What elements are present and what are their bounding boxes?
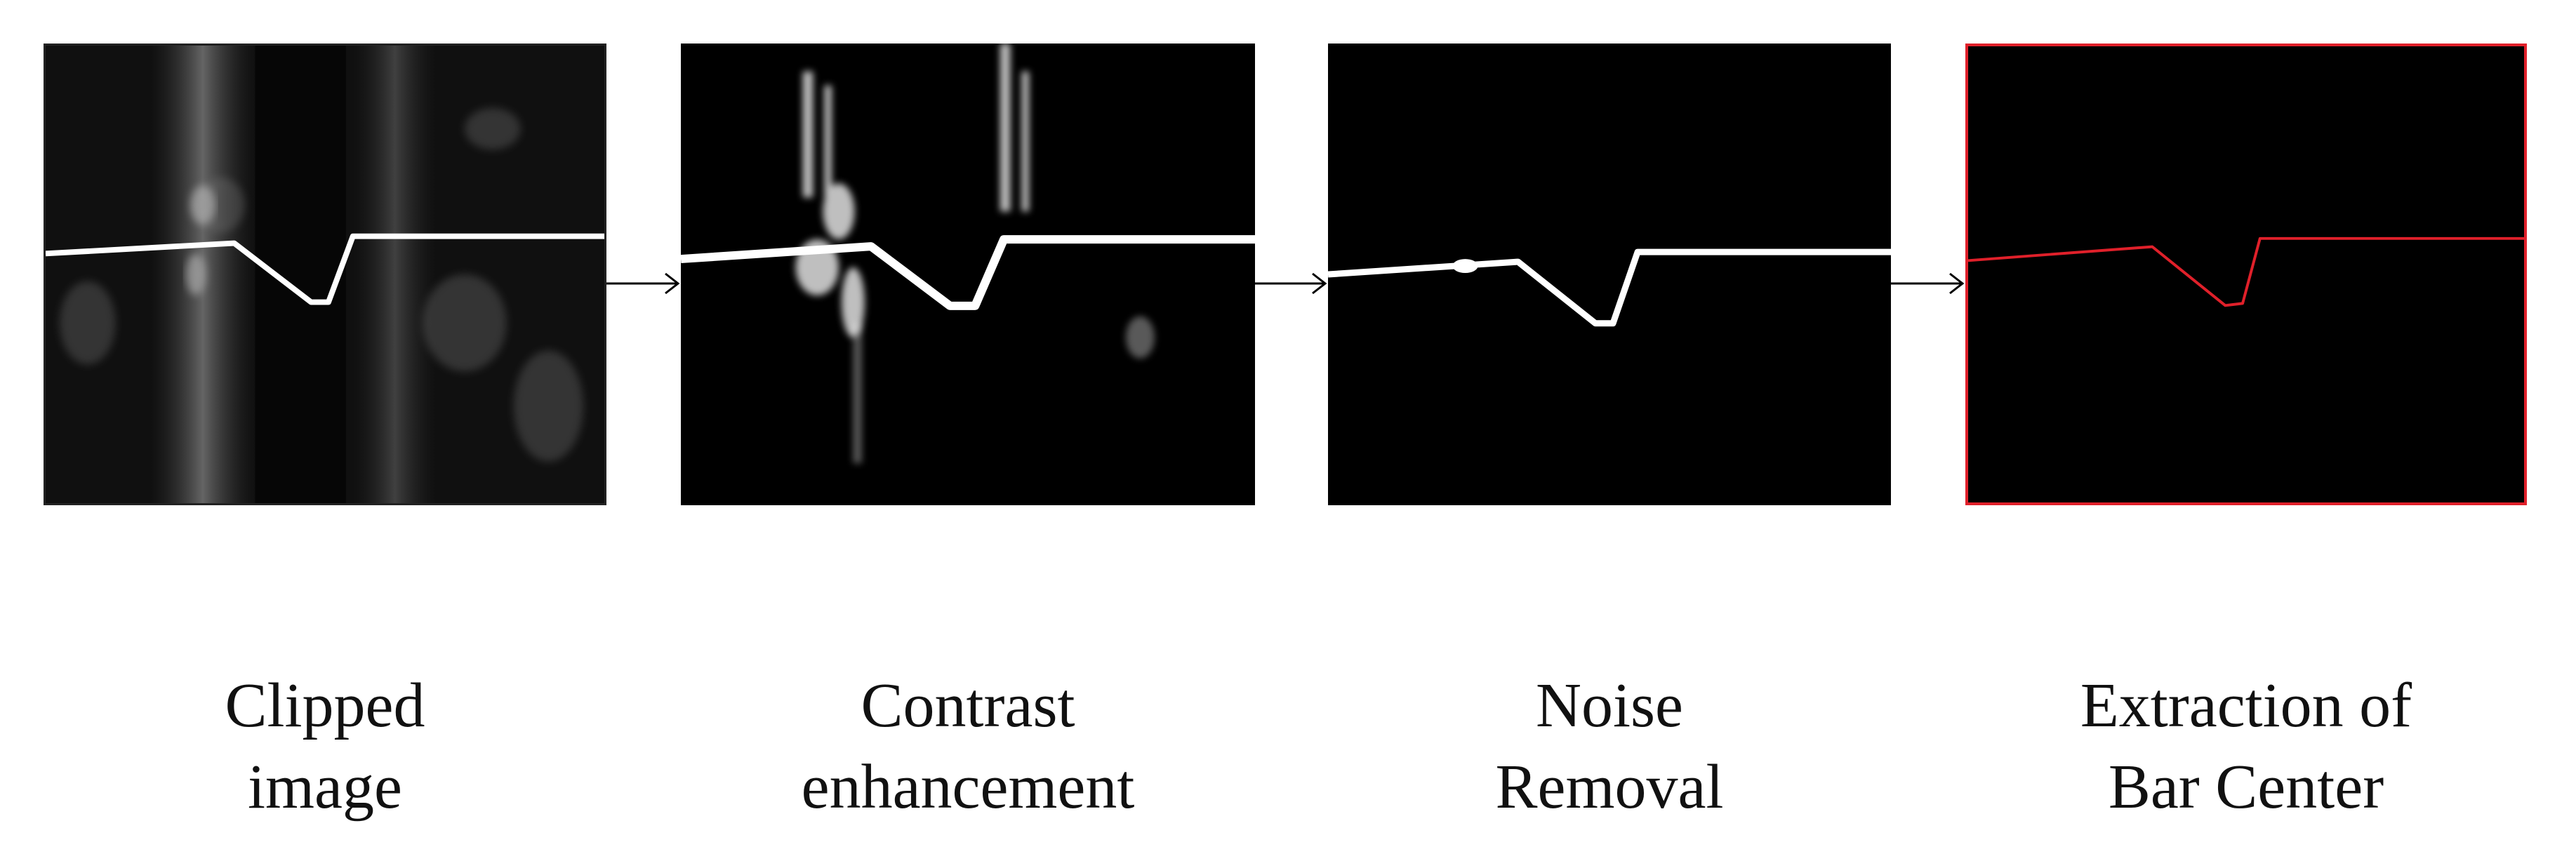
arrow-3 [1891,267,1965,300]
caption-line: Noise [1536,671,1683,740]
extracted-center-line-graphic [1968,46,2524,502]
caption-line: Extraction of [2080,671,2412,740]
caption-contrast-enhancement: Contrast enhancement [722,665,1214,828]
caption-clipped-image: Clipped image [79,665,571,828]
contrast-enhanced-graphic [681,44,1255,505]
caption-line: image [248,752,402,822]
caption-line: enhancement [801,752,1135,822]
arrow-1 [606,267,681,300]
caption-line: Removal [1495,752,1724,822]
contrast-enhancement-panel [681,44,1255,505]
noise-removed-graphic [1328,44,1891,505]
arrow-2 [1255,267,1328,300]
clipped-image-panel [44,44,606,505]
caption-line: Bar Center [2108,752,2384,822]
caption-line: Clipped [225,671,425,740]
caption-line: Contrast [861,671,1075,740]
caption-bar-center-extraction: Extraction of Bar Center [2000,665,2492,828]
clipped-image-graphic [46,46,604,503]
bar-center-extraction-panel [1965,44,2527,505]
noise-removal-panel [1328,44,1891,505]
caption-noise-removal: Noise Removal [1364,665,1855,828]
